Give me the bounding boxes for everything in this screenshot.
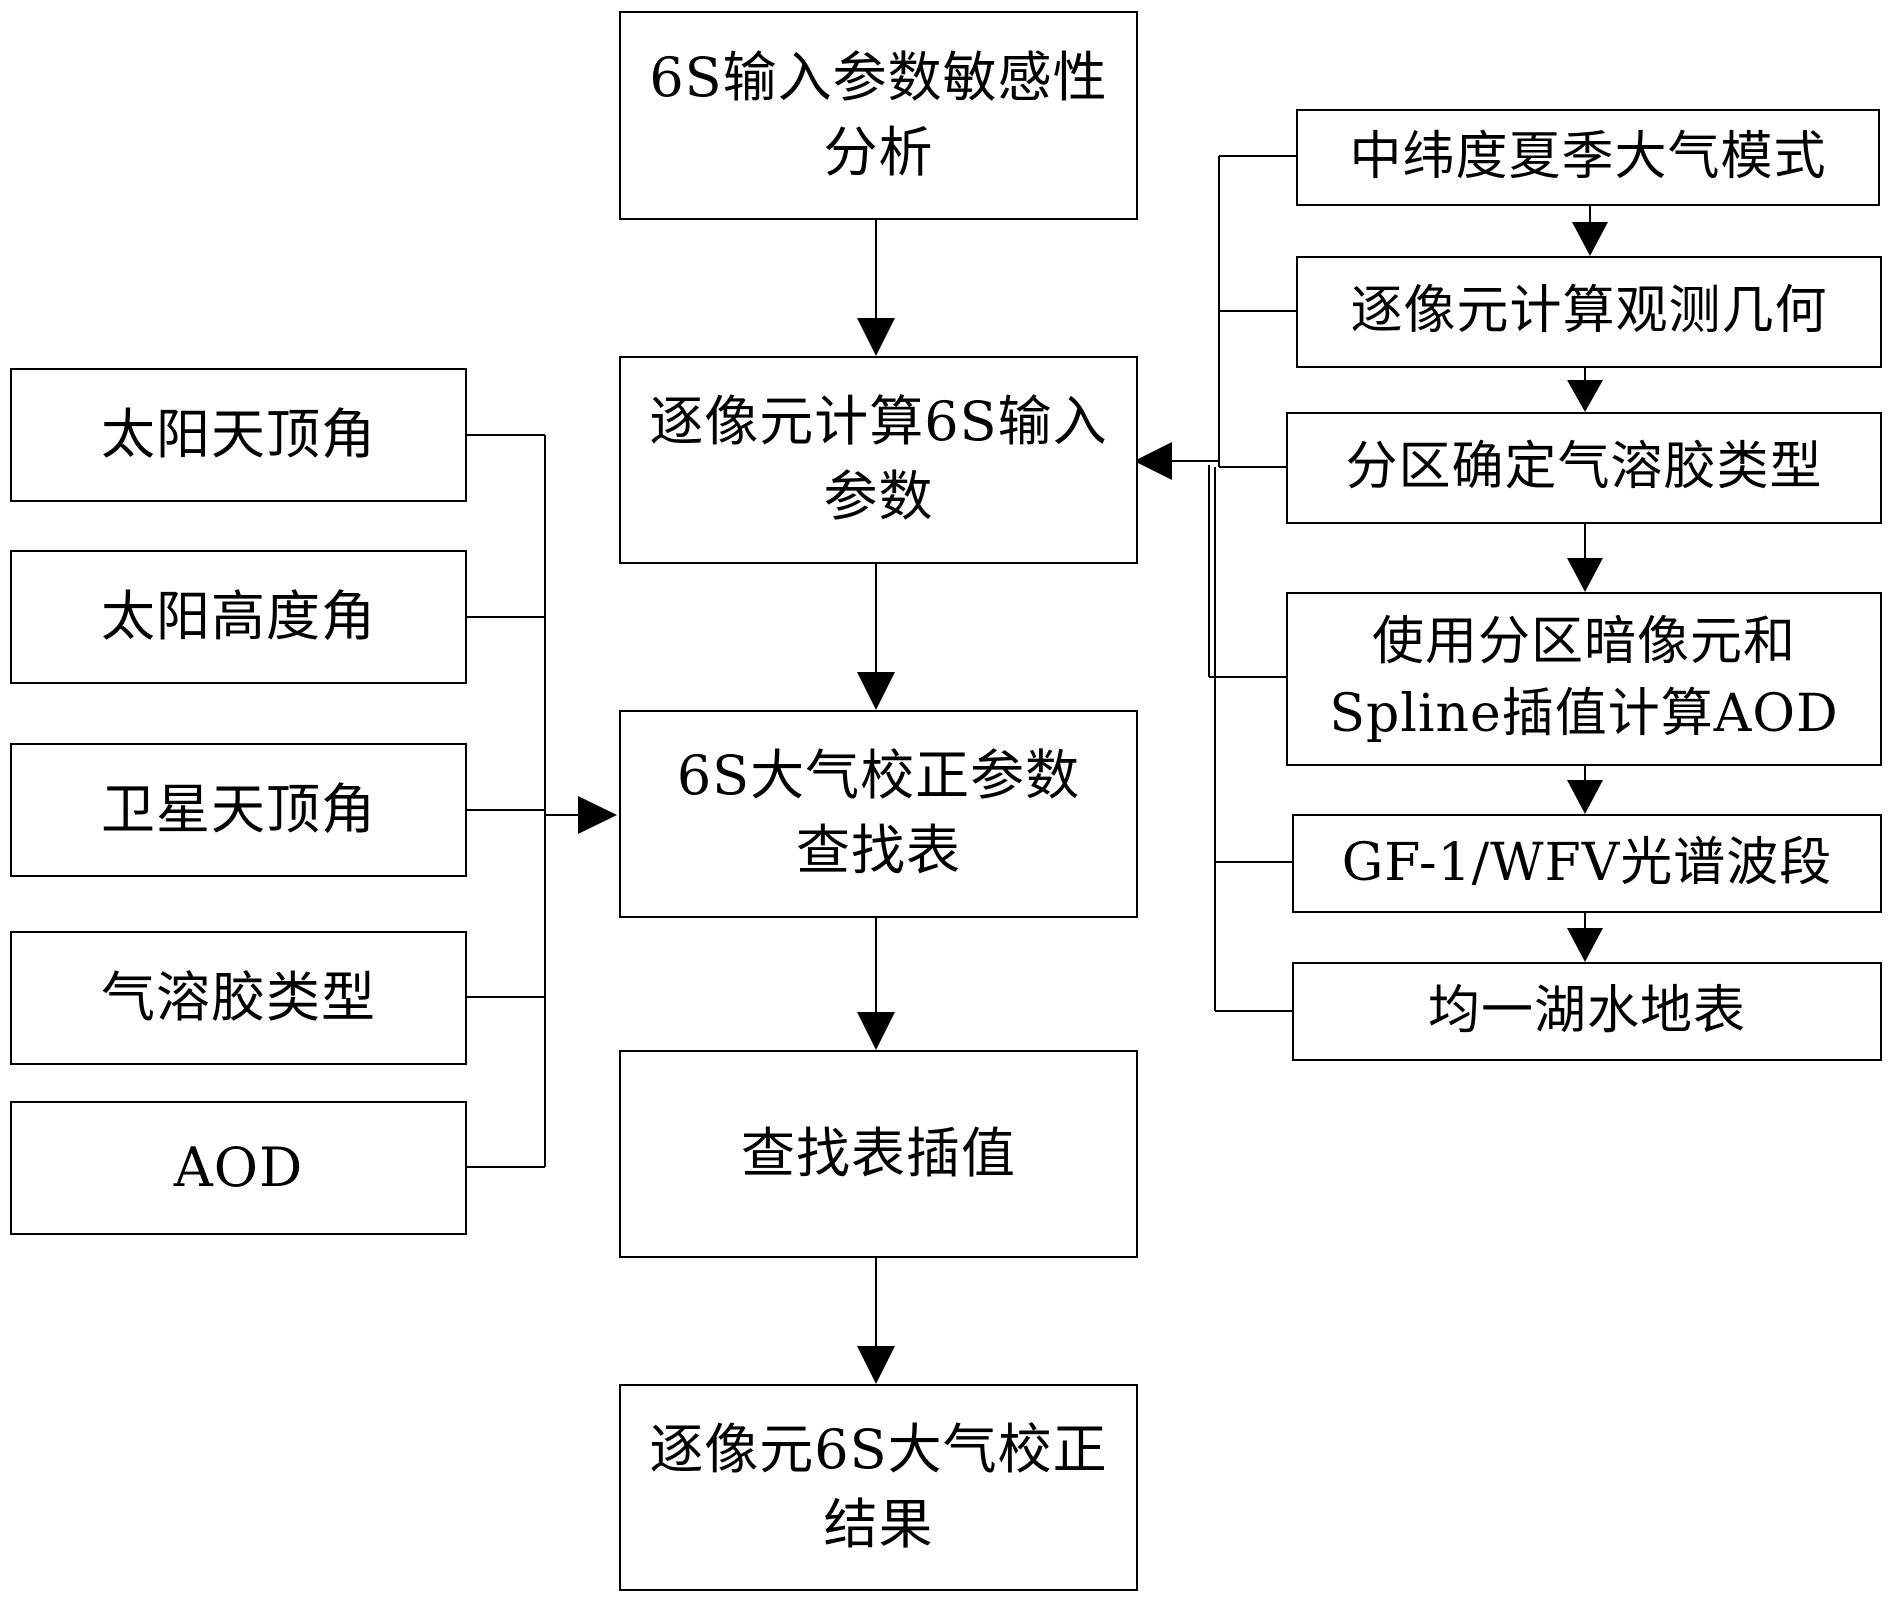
box-line: 逐像元6S大气校正 — [649, 1417, 1108, 1481]
box-line: AOD — [173, 1135, 304, 1199]
box-line: 均一湖水地表 — [1427, 980, 1746, 1041]
box-line: 卫星天顶角 — [101, 777, 376, 841]
arrowhead-to-lut — [857, 672, 895, 710]
box-line: 查找表插值 — [741, 1121, 1016, 1185]
arrowhead-to-interp — [857, 1012, 895, 1050]
box-aod: AOD — [10, 1101, 467, 1235]
box-line: 6S输入参数敏感性 — [649, 45, 1108, 109]
box-line: 太阳高度角 — [101, 584, 376, 648]
box-line: 参数 — [823, 465, 934, 528]
arrowhead-to-dark-pixel — [1567, 558, 1603, 592]
box-line: 逐像元计算观测几何 — [1350, 281, 1828, 342]
box-line: Spline插值计算AOD — [1329, 684, 1839, 744]
box-lookup-table-interpolation: 查找表插值 — [619, 1050, 1138, 1258]
box-aerosol-type: 气溶胶类型 — [10, 931, 467, 1065]
box-line: 分区确定气溶胶类型 — [1345, 437, 1823, 498]
box-line: 使用分区暗像元和 — [1371, 612, 1796, 673]
box-observation-geometry: 逐像元计算观测几何 — [1296, 256, 1882, 368]
box-satellite-zenith-angle: 卫星天顶角 — [10, 743, 467, 877]
arrowhead-left-to-lut — [578, 796, 617, 834]
box-uniform-lake-surface: 均一湖水地表 — [1292, 962, 1882, 1061]
box-line: 逐像元计算6S输入 — [649, 390, 1108, 454]
box-line: 结果 — [823, 1492, 934, 1556]
arrowhead-to-result — [857, 1346, 895, 1384]
box-line: 中纬度夏季大气模式 — [1349, 126, 1827, 187]
box-line: 气溶胶类型 — [101, 965, 376, 1029]
arrowhead-to-pixel-inputs — [857, 318, 895, 356]
arrowhead-to-zone — [1567, 380, 1603, 412]
arrowhead-to-bands — [1567, 780, 1603, 814]
box-solar-elevation-angle: 太阳高度角 — [10, 550, 467, 684]
box-line: 分析 — [823, 120, 934, 184]
arrowhead-to-geometry — [1572, 222, 1608, 256]
box-line: GF-1/WFV光谱波段 — [1341, 832, 1833, 893]
box-correction-result: 逐像元6S大气校正 结果 — [619, 1384, 1138, 1591]
box-spectral-bands: GF-1/WFV光谱波段 — [1292, 814, 1882, 913]
box-lookup-table: 6S大气校正参数 查找表 — [619, 710, 1138, 918]
arrowhead-right-to-pixel-inputs — [1134, 442, 1172, 480]
box-line: 6S大气校正参数 — [676, 744, 1081, 808]
arrowhead-to-lake — [1567, 928, 1603, 962]
box-pixel-input-parameters: 逐像元计算6S输入 参数 — [619, 356, 1138, 564]
box-line: 太阳天顶角 — [101, 402, 376, 466]
box-line: 查找表 — [796, 819, 961, 882]
box-sensitivity-analysis: 6S输入参数敏感性 分析 — [619, 11, 1138, 220]
box-zone-aerosol-type: 分区确定气溶胶类型 — [1286, 412, 1882, 524]
box-dark-pixel-spline-aod: 使用分区暗像元和 Spline插值计算AOD — [1286, 592, 1882, 766]
box-midlatitude-summer-model: 中纬度夏季大气模式 — [1296, 109, 1880, 206]
box-solar-zenith-angle: 太阳天顶角 — [10, 368, 467, 502]
